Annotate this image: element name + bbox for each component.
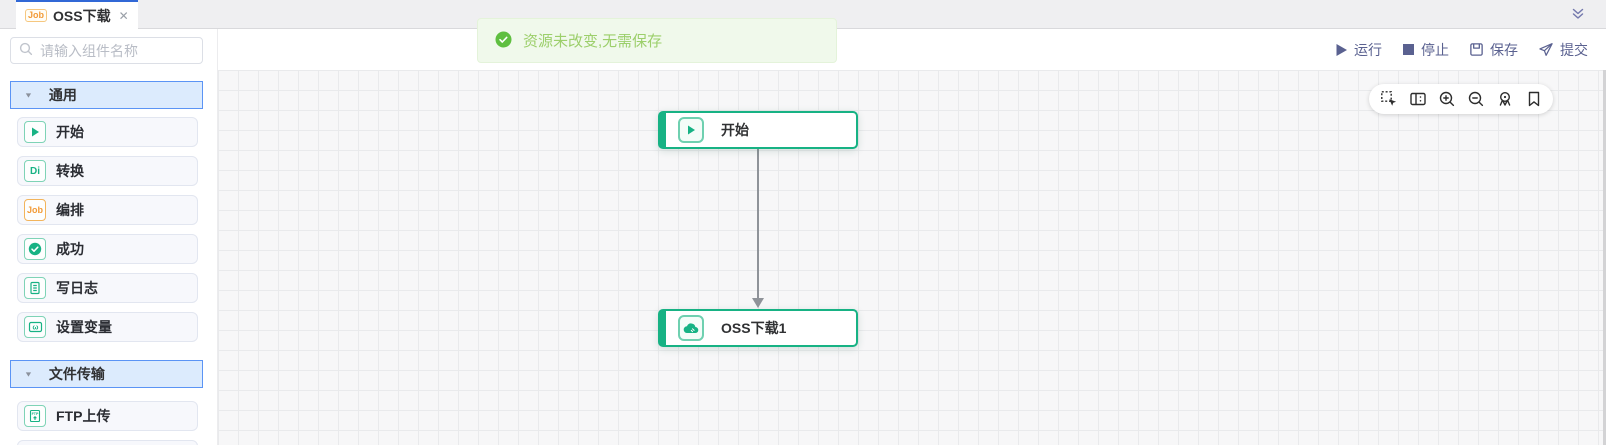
svg-text:FTP: FTP — [32, 412, 39, 416]
focus-view-icon[interactable] — [1495, 90, 1514, 109]
log-document-icon — [24, 277, 46, 299]
group-header-general[interactable]: ▼ 通用 — [10, 81, 203, 109]
canvas-scrollbar[interactable] — [1603, 70, 1606, 445]
stop-square-icon — [1402, 43, 1415, 56]
zoom-in-icon[interactable] — [1437, 90, 1456, 109]
tab-title: OSS下载 — [53, 7, 111, 24]
main-area: 运行 停止 保存 提交 — [218, 29, 1606, 445]
search-icon — [19, 42, 33, 59]
di-badge-icon: Di — [24, 160, 46, 182]
component-item-partial[interactable] — [17, 440, 198, 445]
run-button[interactable]: 运行 — [1335, 40, 1382, 60]
edge-arrowhead — [752, 298, 764, 308]
ftp-upload-icon: FTP — [24, 405, 46, 427]
job-type-badge: Job — [25, 9, 48, 22]
marquee-select-icon[interactable] — [1379, 90, 1398, 109]
run-play-icon — [1335, 43, 1348, 57]
stop-button[interactable]: 停止 — [1402, 40, 1449, 60]
minimap-icon[interactable] — [1408, 90, 1427, 109]
group-header-file-transfer[interactable]: ▼ 文件传输 — [10, 360, 203, 388]
caret-down-icon: ▼ — [24, 370, 33, 378]
tab-close-icon[interactable]: ✕ — [118, 8, 129, 23]
node-cloud-icon — [678, 315, 704, 341]
double-chevron-down-icon — [1570, 6, 1586, 25]
save-button[interactable]: 保存 — [1469, 40, 1518, 60]
node-start[interactable]: 开始 — [658, 111, 858, 149]
edge-start-to-oss[interactable] — [757, 149, 759, 299]
component-item-write-log[interactable]: 写日志 — [17, 273, 198, 303]
zoom-out-icon[interactable] — [1466, 90, 1485, 109]
component-item-orchestrate[interactable]: Job 编排 — [17, 195, 198, 225]
svg-text:ω: ω — [32, 325, 38, 332]
canvas[interactable]: 开始 OSS下载1 — [218, 70, 1606, 445]
success-check-icon — [495, 31, 512, 51]
check-circle-icon — [24, 238, 46, 260]
search-input[interactable] — [40, 42, 190, 59]
component-item-transform[interactable]: Di 转换 — [17, 156, 198, 186]
collapse-tabs-button[interactable] — [1568, 6, 1588, 24]
canvas-toolbar — [1369, 84, 1553, 114]
component-search-box[interactable] — [10, 37, 203, 64]
play-icon — [24, 121, 46, 143]
component-item-set-variable[interactable]: ω 设置变量 — [17, 312, 198, 342]
bookmark-icon[interactable] — [1524, 90, 1543, 109]
component-sidebar: ▼ 通用 开始 Di 转换 Job 编排 — [0, 29, 218, 445]
variable-window-icon: ω — [24, 316, 46, 338]
node-oss-download[interactable]: OSS下载1 — [658, 309, 858, 347]
component-item-start[interactable]: 开始 — [17, 117, 198, 147]
tab-oss-download[interactable]: Job OSS下载 ✕ — [16, 0, 138, 29]
node-play-icon — [678, 117, 704, 143]
editor-toolbar: 运行 停止 保存 提交 — [218, 29, 1606, 70]
submit-paper-plane-icon — [1538, 42, 1554, 57]
toast-text: 资源未改变,无需保存 — [523, 33, 663, 50]
toast-message: 资源未改变,无需保存 — [477, 18, 837, 63]
job-badge-icon: Job — [24, 199, 46, 221]
save-floppy-icon — [1469, 42, 1484, 57]
component-item-success[interactable]: 成功 — [17, 234, 198, 264]
caret-down-icon: ▼ — [24, 91, 33, 99]
submit-button[interactable]: 提交 — [1538, 40, 1588, 60]
component-item-ftp-upload[interactable]: FTP FTP上传 — [17, 401, 198, 431]
